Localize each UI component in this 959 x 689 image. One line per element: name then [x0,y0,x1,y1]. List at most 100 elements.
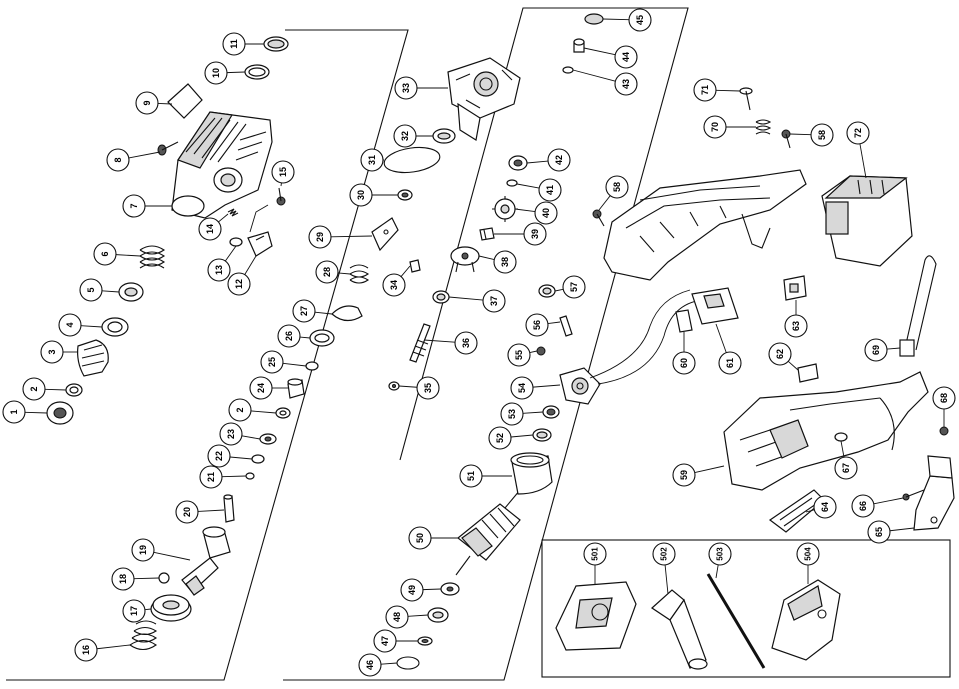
leader-line [245,256,256,275]
leader-line [424,340,455,342]
leader-line [230,457,252,459]
callout-number: 43 [621,79,631,89]
part-54-brush-holder [560,368,600,404]
callout-number: 13 [214,265,224,275]
leader-line [300,337,310,338]
callout-number: 17 [129,606,139,616]
callout-number: 58 [612,182,622,192]
leader-line [45,389,66,390]
part-37-gear [433,291,449,303]
callout-number: 8 [113,157,123,162]
callout-number: 58 [817,130,827,140]
motor-parts [389,14,702,669]
leader-line [517,184,539,188]
callout-number: 64 [820,502,830,512]
callout-number: 49 [407,585,417,595]
leader-line [198,510,224,511]
part-53-bearing [543,406,559,418]
callout-number: 57 [569,282,579,292]
callout-number: 72 [853,128,863,138]
part-29-bracket [372,218,398,250]
part-62-spring-plate [798,364,818,382]
leader-line [555,289,563,291]
callout-p41: 41 [517,179,561,201]
part-49-washer [441,583,459,595]
leader-line [890,528,914,531]
callout-p71: 71 [694,79,740,101]
leader-line [251,411,276,413]
leader-line [242,436,260,439]
part-9-label [168,84,202,118]
part-57-cap [539,285,555,297]
callout-number: 20 [182,507,192,517]
part-26-washer [310,330,334,346]
part-31-oring [383,144,442,176]
callout-number: 501 [591,547,600,561]
part-69-strap [900,256,936,356]
part-45-cap [585,14,603,24]
part-61-switch-block [692,288,738,324]
part-71-pin [740,88,752,110]
callout-p16: 16 [75,639,130,661]
callout-number: 22 [214,451,224,461]
leader-line [116,255,140,256]
leader-line [695,466,724,473]
callout-p35: 35 [399,377,439,399]
leader-line [449,297,483,300]
callout-p46: 46 [359,654,397,676]
part-35-washer [389,382,399,390]
part-63-switch [784,276,806,300]
part-65-hook [914,456,954,530]
leader-line [97,645,130,649]
leader-line [145,609,151,610]
part-42-gear [509,156,527,170]
part-15-screw [277,188,285,205]
callout-p61: 61 [716,324,741,374]
callout-number: 12 [234,279,244,289]
part-59-handle-half-lower [724,372,928,490]
callout-number: 69 [871,345,881,355]
leader-line [887,348,900,349]
callout-number: 30 [356,190,366,200]
callout-p48: 48 [386,606,428,628]
callout-p42: 42 [527,149,570,171]
callout-p25: 25 [261,351,306,373]
callout-number: 53 [507,409,517,419]
callout-number: 35 [423,383,433,393]
callout-number: 38 [500,257,510,267]
callout-p15: 15 [272,161,294,186]
part-55-screw [537,347,545,355]
callout-p55: 55 [508,344,537,366]
callout-p501: 501 [584,543,606,584]
callout-p58b: 58 [790,124,833,146]
part-19-spindle [182,527,230,595]
callout-number: 23 [226,429,236,439]
callout-number: 60 [679,358,689,368]
leader-line [860,144,866,178]
callout-number: 37 [489,296,499,306]
leader-line [102,291,119,292]
part-18-ball [159,573,169,583]
callout-p54: 54 [511,377,560,399]
callout-p39: 39 [494,223,546,245]
callout-number: 66 [858,501,868,511]
handle-half-upper [604,170,806,280]
leader-line [81,326,102,327]
callout-p68: 68 [933,387,955,427]
callout-p7: 7 [123,195,172,217]
leader-line [511,435,533,437]
callout-number: 502 [660,547,669,561]
callout-p23: 23 [220,423,260,445]
leader-line [399,386,417,387]
leader-line [530,351,537,353]
callout-p70: 70 [704,116,756,138]
callout-p4: 4 [59,314,102,336]
leader-line [603,19,629,20]
callout-p58a: 58 [599,176,628,210]
part-3-sleeve [78,340,109,376]
callout-number: 34 [389,280,399,290]
leader-line [134,578,159,579]
callout-p37: 37 [449,290,505,312]
callout-number: 24 [256,383,266,393]
